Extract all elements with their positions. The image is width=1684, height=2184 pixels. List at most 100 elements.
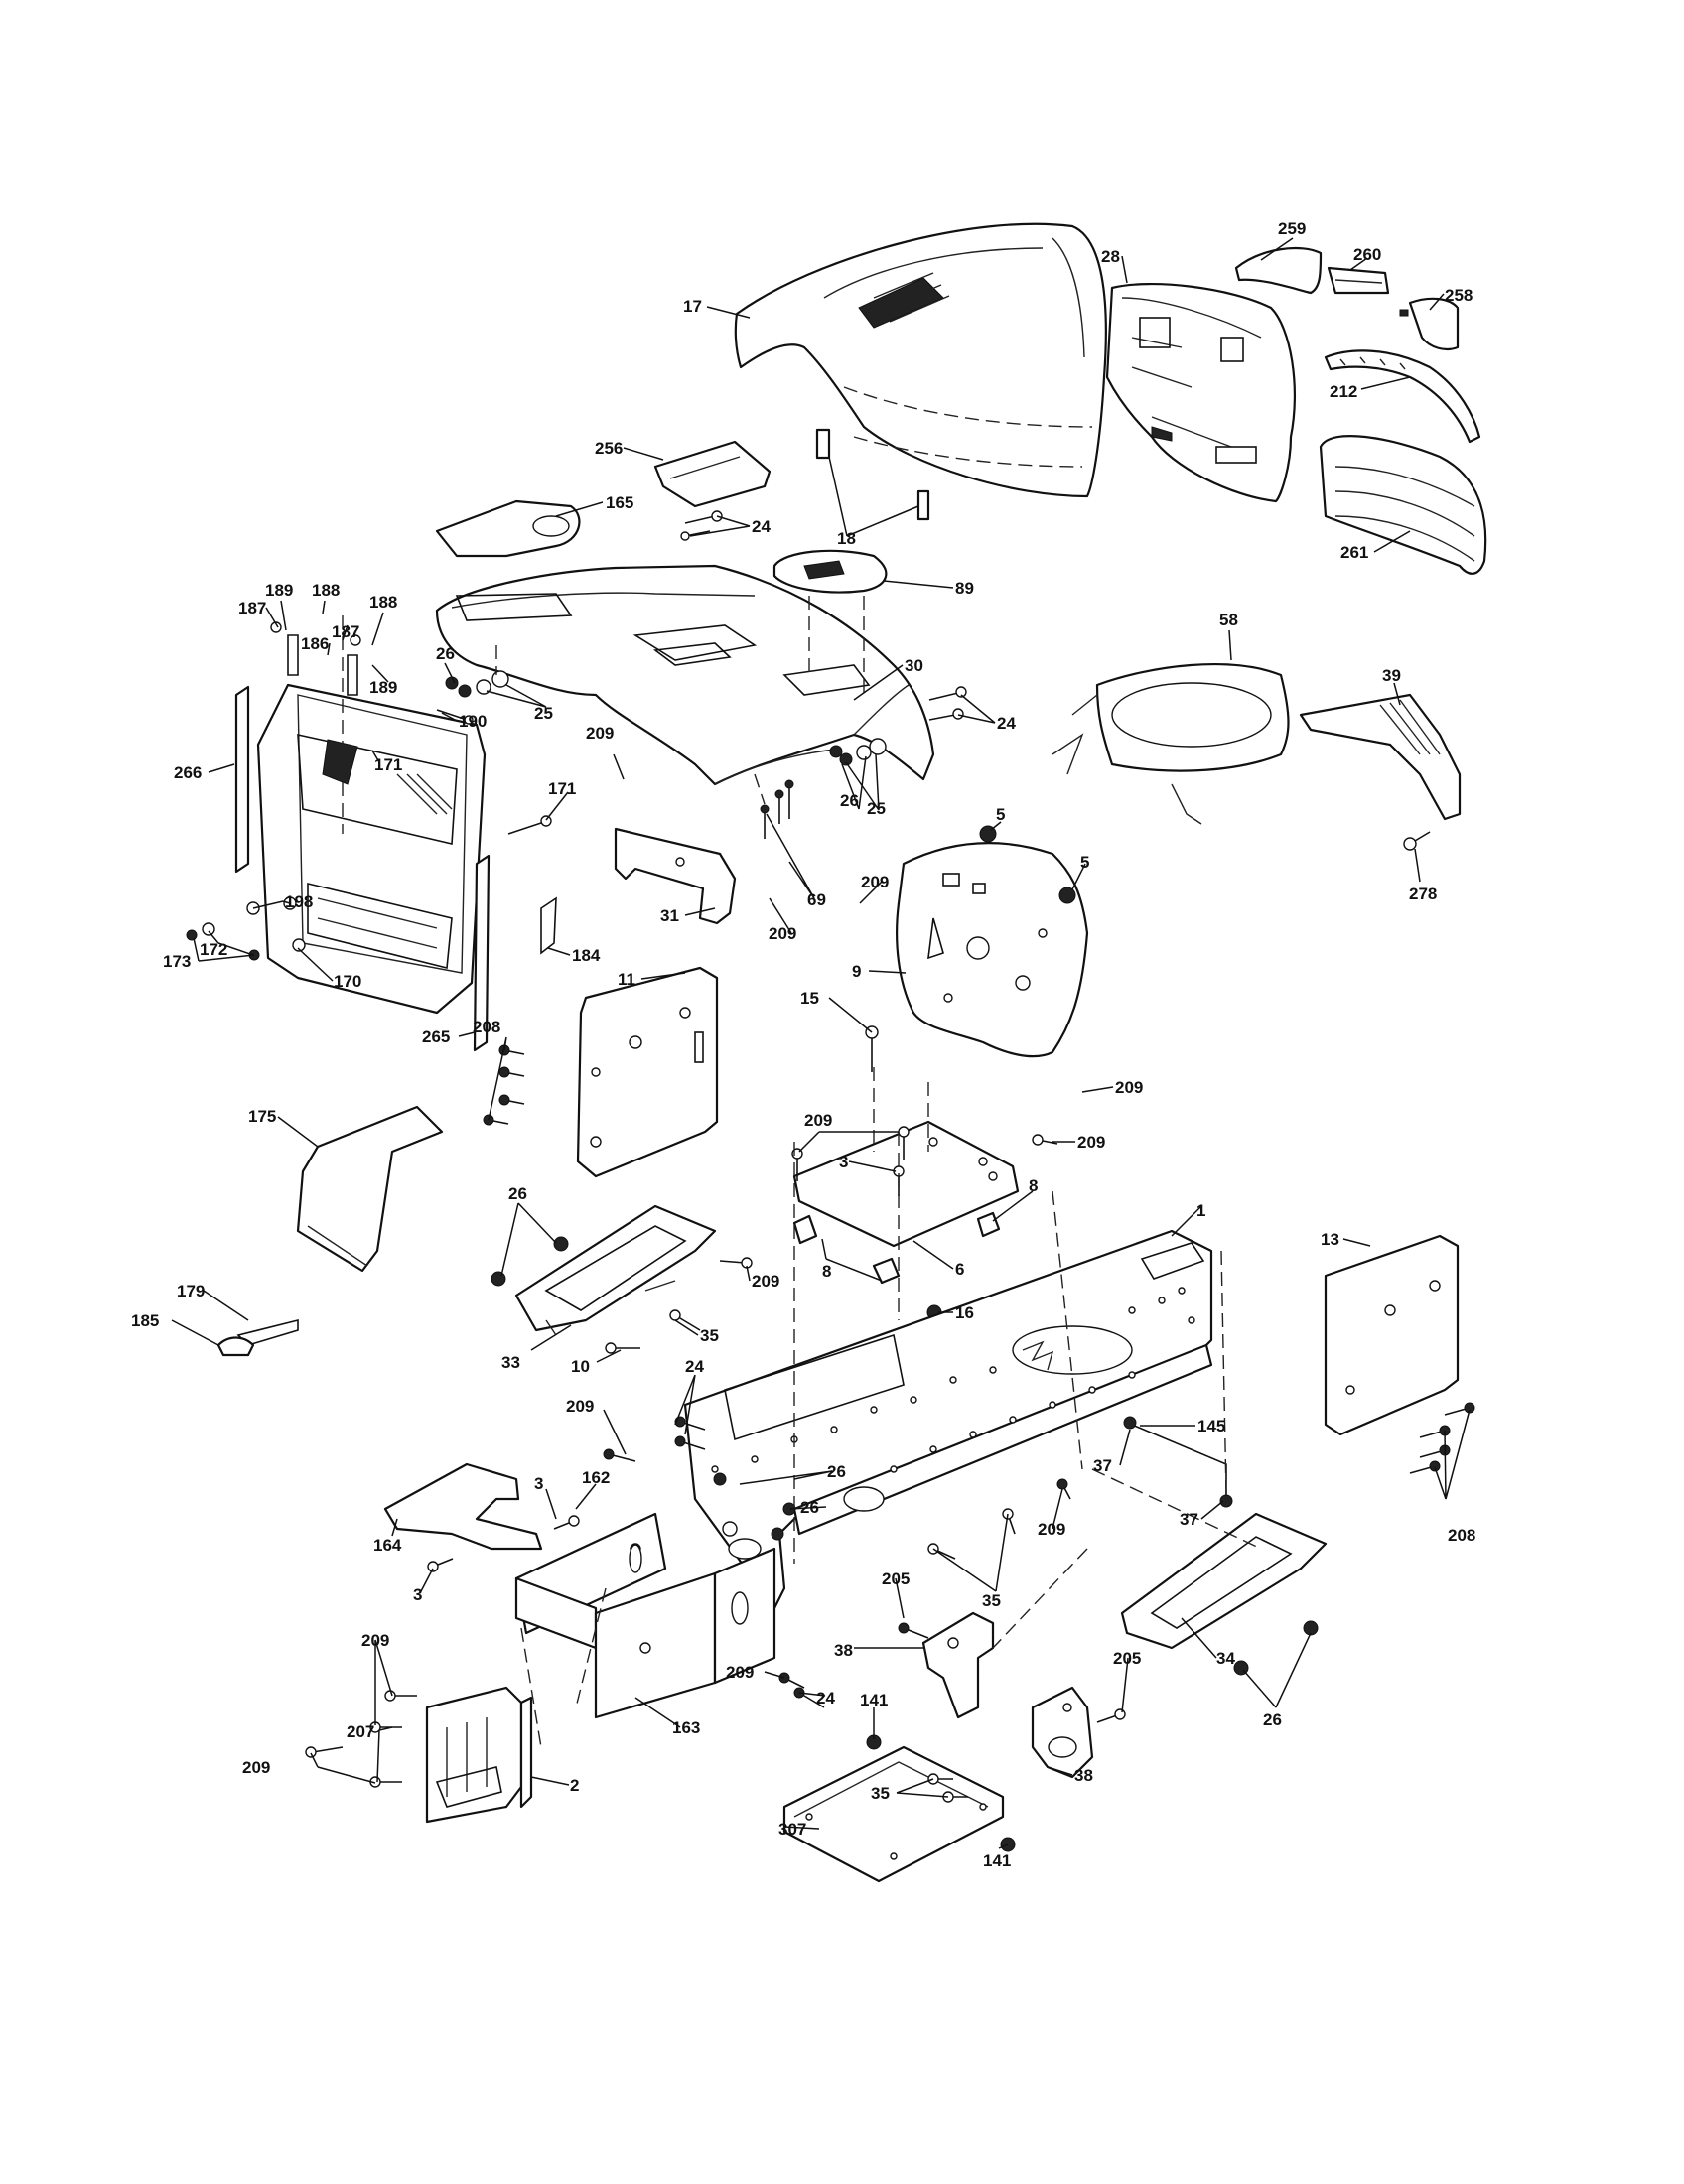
callout-58: 58 xyxy=(1219,611,1238,629)
dash-panel-part-9 xyxy=(896,841,1089,1058)
bolt-171 xyxy=(507,815,552,835)
callout-28: 28 xyxy=(1101,247,1120,266)
callout-171b: 171 xyxy=(548,779,576,798)
trim-part-212 xyxy=(1324,349,1481,444)
callout-164: 164 xyxy=(373,1536,402,1555)
callout-209k: 209 xyxy=(726,1663,754,1682)
footrest-part-34 xyxy=(1120,1512,1328,1650)
callout-170: 170 xyxy=(334,972,361,991)
callout-260: 260 xyxy=(1353,245,1381,264)
callout-187a: 187 xyxy=(238,599,266,617)
callout-256: 256 xyxy=(595,439,623,458)
leader-lines xyxy=(171,237,1471,1849)
callout-307: 307 xyxy=(778,1820,806,1839)
callout-205a: 205 xyxy=(882,1570,910,1588)
callout-190: 190 xyxy=(459,712,487,731)
bracket-part-38-right xyxy=(1031,1686,1094,1779)
callout-24b: 24 xyxy=(997,714,1016,733)
cover-part-165 xyxy=(435,499,581,558)
callout-26c: 26 xyxy=(508,1184,527,1203)
callout-185: 185 xyxy=(131,1311,159,1330)
callout-266: 266 xyxy=(174,763,202,782)
callout-13: 13 xyxy=(1321,1230,1339,1249)
callout-30: 30 xyxy=(905,656,923,675)
callout-38b: 38 xyxy=(1074,1766,1093,1785)
callout-209l: 209 xyxy=(242,1758,270,1777)
callout-35a: 35 xyxy=(700,1326,719,1345)
callout-209b: 209 xyxy=(861,873,889,891)
callout-17: 17 xyxy=(683,297,702,316)
callout-33: 33 xyxy=(501,1353,520,1372)
callout-3c: 3 xyxy=(413,1585,422,1604)
callout-187b: 187 xyxy=(332,622,359,641)
callout-26d: 26 xyxy=(827,1462,846,1481)
front-panel-part-170 xyxy=(256,683,487,1015)
screw-278 xyxy=(1403,831,1431,851)
callout-38a: 38 xyxy=(834,1641,853,1660)
bolts-3 xyxy=(427,1515,580,1572)
callout-186: 186 xyxy=(301,634,329,653)
callout-26a: 26 xyxy=(436,644,455,663)
callout-261: 261 xyxy=(1340,543,1368,562)
lens-part-260 xyxy=(1327,266,1390,295)
hardware-24-top xyxy=(680,510,967,721)
hood-insert-part-18 xyxy=(815,428,930,521)
nuts-26-right xyxy=(1233,1620,1319,1676)
callout-165: 165 xyxy=(606,493,633,512)
callout-26b: 26 xyxy=(840,791,859,810)
bracket-part-38-left xyxy=(921,1611,995,1719)
side-rail-part-266 xyxy=(234,685,250,874)
callout-6: 6 xyxy=(955,1260,964,1279)
callout-25a: 25 xyxy=(534,704,553,723)
bracket-part-258 xyxy=(1399,297,1460,351)
callout-10: 10 xyxy=(571,1357,590,1376)
callout-24d: 24 xyxy=(816,1689,835,1707)
brackets-8 xyxy=(792,1211,1001,1285)
callout-175: 175 xyxy=(248,1107,276,1126)
callout-labels: 259 260 28 258 17 212 256 18 261 165 24 … xyxy=(131,219,1475,1870)
belt-guard-part-58 xyxy=(1052,663,1290,825)
side-panel-part-13 xyxy=(1324,1234,1460,1436)
callout-8a: 8 xyxy=(1029,1176,1038,1195)
lens-part-259 xyxy=(1234,246,1323,295)
callout-205b: 205 xyxy=(1113,1649,1141,1668)
callout-209i: 209 xyxy=(1038,1520,1065,1539)
frame-part-1 xyxy=(683,1229,1213,1610)
callout-265: 265 xyxy=(422,1027,450,1046)
callout-209e: 209 xyxy=(804,1111,832,1130)
panel-part-89 xyxy=(772,549,888,594)
callout-209g: 209 xyxy=(752,1272,779,1291)
callout-24a: 24 xyxy=(752,517,771,536)
callout-89: 89 xyxy=(955,579,974,598)
callout-209a: 209 xyxy=(586,724,614,743)
callout-11: 11 xyxy=(618,970,635,989)
grille-part-261 xyxy=(1319,435,1487,575)
callout-209h: 209 xyxy=(566,1397,594,1416)
hardware-26-25-left xyxy=(445,670,509,698)
callout-208b: 208 xyxy=(1448,1526,1475,1545)
callout-258: 258 xyxy=(1445,286,1473,305)
callout-37b: 37 xyxy=(1180,1510,1198,1529)
callout-188a: 188 xyxy=(312,581,340,600)
callout-184: 184 xyxy=(572,946,601,965)
callout-188b: 188 xyxy=(369,593,397,612)
callout-145: 145 xyxy=(1197,1417,1225,1435)
plate-part-307 xyxy=(782,1745,1005,1883)
callout-3b: 3 xyxy=(534,1474,543,1493)
callout-259: 259 xyxy=(1278,219,1306,238)
callout-9: 9 xyxy=(852,962,861,981)
callout-26e: 26 xyxy=(800,1498,819,1517)
callout-8b: 8 xyxy=(822,1262,831,1281)
callout-1: 1 xyxy=(1196,1201,1205,1220)
callout-173: 173 xyxy=(163,952,191,971)
bolt-15 xyxy=(865,1025,879,1072)
callout-141b: 141 xyxy=(983,1851,1011,1870)
linkage-hardware-186-189 xyxy=(270,615,361,834)
callout-35c: 35 xyxy=(871,1784,890,1803)
bolts-frame-misc xyxy=(603,1416,1071,1708)
callout-209f: 209 xyxy=(1077,1133,1105,1152)
bolts-209-35-10 xyxy=(605,1257,753,1354)
hardware-26-25-right xyxy=(829,738,887,766)
bracket-part-31 xyxy=(614,827,737,925)
side-rail-part-265 xyxy=(473,854,491,1052)
